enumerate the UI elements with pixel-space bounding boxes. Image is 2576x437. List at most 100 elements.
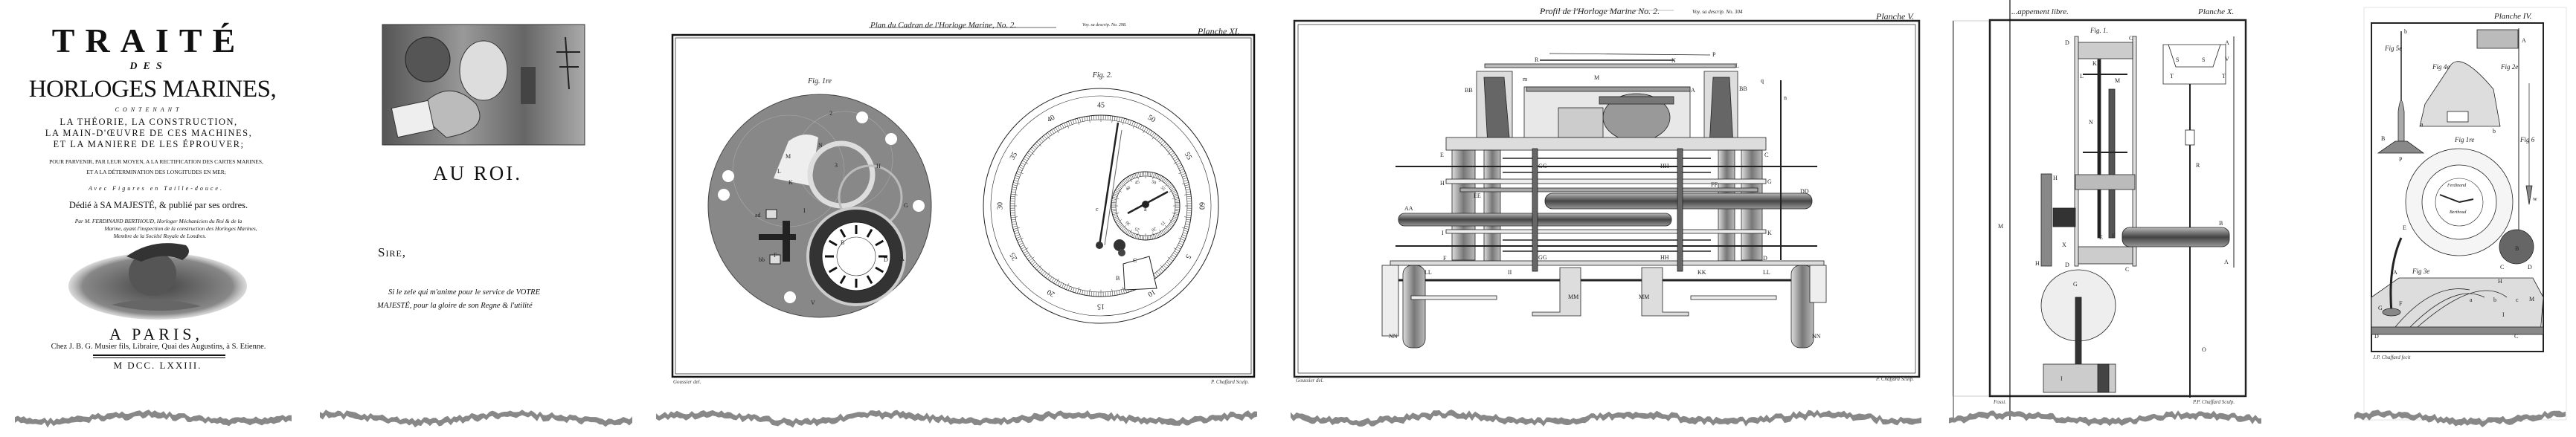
dial-tick xyxy=(1133,173,1135,178)
dedication-text-2: MAJESTÉ, pour la gloire de son Regne & l… xyxy=(377,302,533,310)
dial-tick xyxy=(1049,276,1053,281)
dial-tick xyxy=(1178,166,1183,169)
dial-tick xyxy=(1032,262,1035,265)
fig2-dial-ticks xyxy=(1010,115,1192,297)
dial-tick xyxy=(1125,178,1128,182)
title-vignette-engraving xyxy=(68,243,247,320)
dial-tick xyxy=(1169,219,1175,224)
dial-tick xyxy=(1041,137,1045,140)
dial-tick xyxy=(1172,192,1178,194)
dial-tick xyxy=(1173,195,1178,197)
dial-tick xyxy=(1035,143,1039,147)
dial-tick xyxy=(1125,230,1128,234)
dial-tick xyxy=(1163,265,1167,269)
dial-tick xyxy=(1109,115,1111,120)
dial-tick xyxy=(1157,137,1160,140)
dial-tick xyxy=(1121,181,1127,187)
dial-tick xyxy=(1160,141,1166,147)
dial-tick xyxy=(1186,214,1192,216)
dial-tick xyxy=(1120,117,1122,123)
dial-tick xyxy=(1136,172,1139,180)
dial-tick xyxy=(1118,290,1120,295)
title-purpose-2: ET A LA DÉTERMINATION DES LONGITUDES EN … xyxy=(86,169,226,175)
dial-tick xyxy=(1183,232,1188,234)
dial-tick xyxy=(1170,221,1175,225)
dial-tick xyxy=(1172,218,1178,220)
dial-tick xyxy=(1157,233,1160,238)
dial-tick xyxy=(1012,184,1018,187)
dial-tick xyxy=(1156,233,1158,239)
dial-tick xyxy=(1117,221,1121,225)
dial-tick xyxy=(1120,289,1122,294)
dial-tick xyxy=(1133,233,1135,239)
dial-tick xyxy=(1182,182,1189,184)
dial-tick xyxy=(1059,282,1062,287)
dial-tick xyxy=(1167,256,1173,262)
dial-tick xyxy=(1184,193,1191,195)
dial-tick xyxy=(1023,158,1028,161)
torn-edge xyxy=(656,410,1257,428)
dial-tick xyxy=(1053,279,1056,284)
dial-tick xyxy=(1113,216,1118,218)
dial-tick xyxy=(1111,289,1114,296)
dial-tick xyxy=(1176,162,1181,165)
dial-tick xyxy=(1123,228,1128,233)
dial-tick xyxy=(1175,210,1180,212)
dial-tick xyxy=(1114,190,1120,193)
title-year: M DCC. LXXIII. xyxy=(113,360,202,371)
dial-tick xyxy=(1082,290,1084,295)
dial-tick xyxy=(1175,212,1180,213)
dial-tick xyxy=(1173,215,1178,217)
dial-tick xyxy=(1140,235,1141,240)
dial-tick xyxy=(1113,193,1118,195)
dial-tick xyxy=(1163,179,1168,184)
title-des: DES xyxy=(129,61,168,72)
dial-tick xyxy=(1158,138,1162,142)
dial-tick xyxy=(1036,141,1042,147)
dial-tick xyxy=(1088,289,1091,296)
dial-tick xyxy=(1024,252,1029,256)
dial-tick xyxy=(1011,216,1018,218)
dial-tick xyxy=(1183,180,1189,182)
dial-tick xyxy=(1169,188,1175,192)
dial-tick xyxy=(1086,291,1088,296)
dial-tick xyxy=(1138,172,1140,177)
dial-tick xyxy=(1167,150,1173,155)
dial-tick xyxy=(1111,208,1117,210)
dial-tick xyxy=(1168,224,1172,228)
dial-tick xyxy=(1178,245,1182,247)
dial-tick xyxy=(1182,175,1187,178)
dial-tick xyxy=(1111,198,1117,200)
title-author-3: Membre de la Société Royale de Londres. xyxy=(113,233,207,239)
dial-tick xyxy=(1179,240,1184,243)
title-page: TRAITÉ DES HORLOGES MARINES, CONTENANT L… xyxy=(0,0,312,437)
dial-tick xyxy=(1014,232,1019,234)
dial-tick xyxy=(1117,185,1122,189)
dial-tick xyxy=(1016,236,1021,239)
dial-tick xyxy=(1114,218,1119,220)
dial-tick xyxy=(1010,214,1015,216)
dial-tick xyxy=(1118,117,1120,122)
dial-tick xyxy=(1161,177,1165,181)
dial-tick xyxy=(1131,121,1134,126)
dial-tick xyxy=(1173,160,1180,164)
dial-tick xyxy=(1167,225,1172,229)
dial-tick xyxy=(1150,235,1152,240)
book-title: TRAITÉ xyxy=(51,22,246,59)
dial-tick xyxy=(1134,233,1137,239)
dial-tick xyxy=(1013,182,1020,184)
dial-tick xyxy=(1173,193,1178,195)
dial-tick xyxy=(1066,283,1069,290)
title-purpose-1: POUR PARVENIR, PAR LEUR MOYEN, A LA RECT… xyxy=(49,158,263,165)
dial-tick xyxy=(1114,116,1116,121)
dial-tick xyxy=(1127,119,1129,124)
dial-tick xyxy=(1169,223,1174,227)
dial-tick xyxy=(1172,254,1176,258)
dial-tick xyxy=(1173,247,1180,252)
plate-x-drawing xyxy=(1952,0,2247,420)
dial-tick xyxy=(1175,208,1180,210)
dial-tick xyxy=(1053,128,1056,133)
dial-tick xyxy=(1172,190,1177,193)
dial-tick xyxy=(1141,235,1143,240)
